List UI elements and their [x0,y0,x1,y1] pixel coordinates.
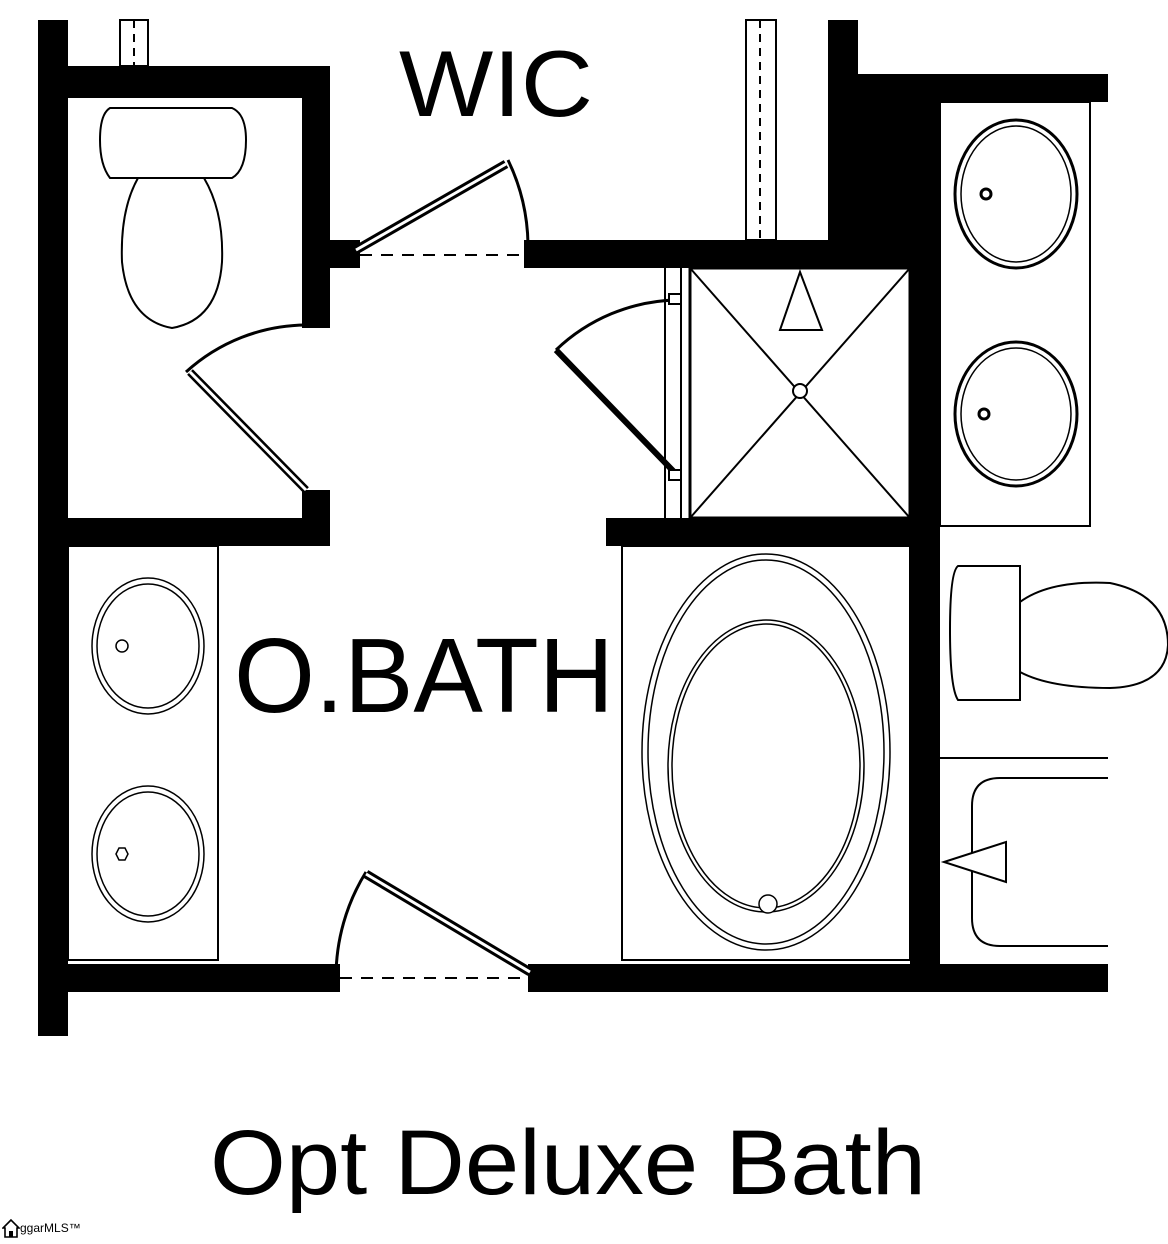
tub-right [940,777,1108,947]
wall-wc-bottom [38,518,330,546]
sink-left-lower [91,785,205,923]
shower [688,266,912,520]
framing-lines [67,19,1108,961]
wall-wic-bottom [524,240,854,268]
room-label-bath: O.BATH [234,617,614,735]
door-wc [184,323,309,493]
sink-left-upper [91,577,205,715]
walls [38,20,1108,1036]
watermark: ggarMLS™ [2,1215,81,1241]
wall-right-top [828,74,1108,102]
toilet-right [948,565,1168,701]
wall-bottom-left [38,964,340,992]
door-shower [553,268,682,518]
shower-head-icon [778,269,824,331]
wall-top-wc [38,66,330,98]
wall-door-jamb-left [330,240,360,268]
room-label-closet: WIC [399,31,593,136]
watermark-text: ggarMLS™ [20,1221,81,1235]
door-wic [353,159,530,256]
plan-caption: Opt Deluxe Bath [210,1112,926,1214]
wall-shower-bottom [606,518,940,546]
wall-wc-right [302,66,330,328]
wall-bottom-right [528,964,1108,992]
house-logo-icon [2,1218,20,1238]
toilet-wc [98,107,248,330]
sink-right-lower [953,340,1079,488]
sink-right-upper [953,118,1079,270]
faucet-icon [940,840,1007,884]
door-entry [334,870,533,979]
garden-tub [641,553,891,951]
